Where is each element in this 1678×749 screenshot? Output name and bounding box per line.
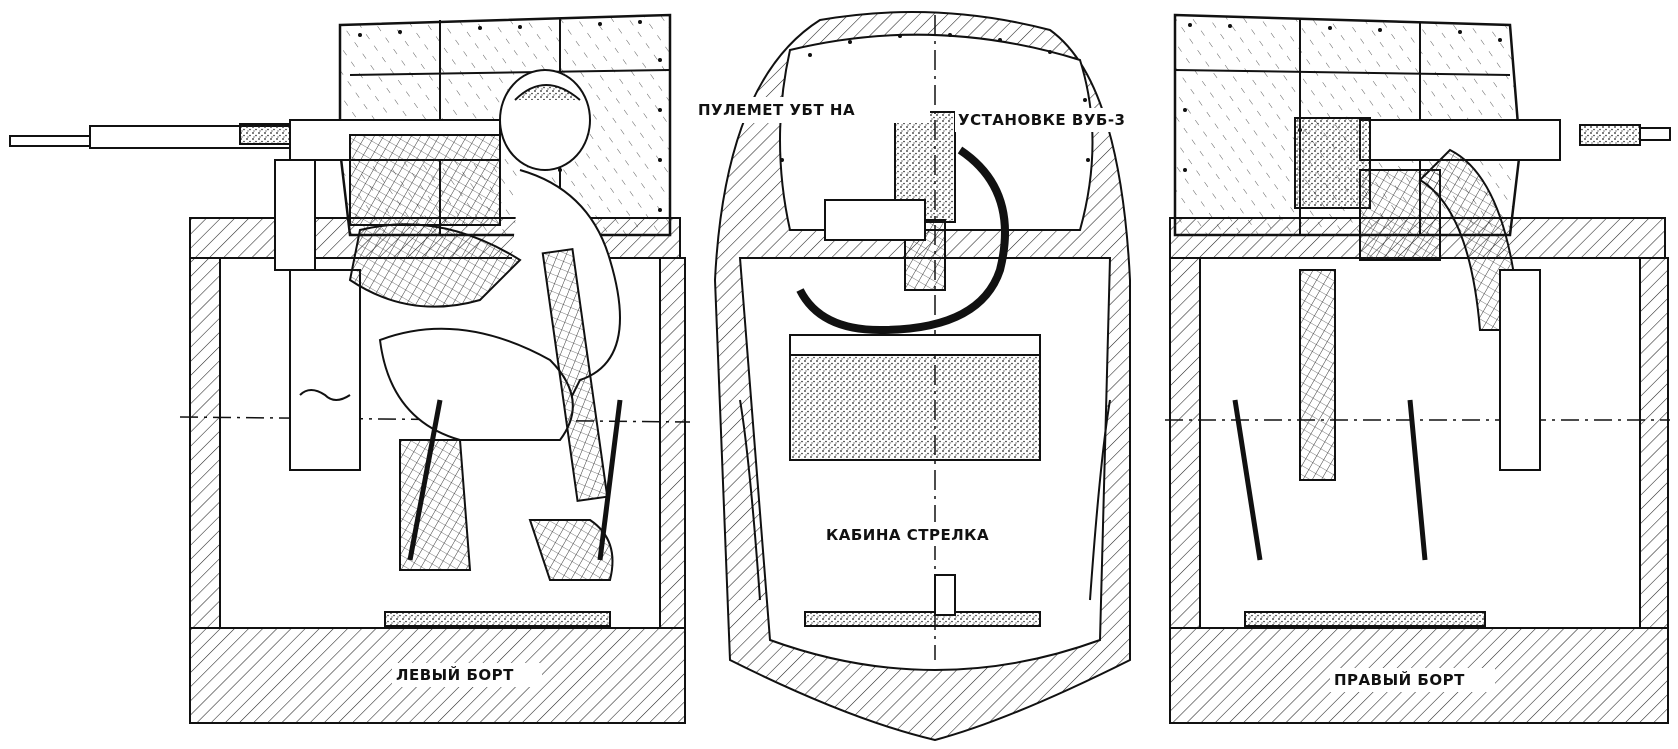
- right-side-label: ПРАВЫЙ БОРТ: [1334, 670, 1465, 689]
- seated-gunner-figure: [348, 69, 621, 581]
- cabin-front-panel: [713, 11, 1131, 742]
- machine-gun-icon: [796, 111, 1009, 335]
- left-side-panel: [9, 13, 691, 724]
- ammunition-box-icon: [789, 349, 1041, 461]
- cabin-label: КАБИНА СТРЕЛКА: [826, 526, 989, 544]
- gun-title-left: ПУЛЕМЕТ УБТ НА: [698, 101, 855, 119]
- gun-title-right: УСТАНОВКЕ ВУБ-3: [958, 111, 1125, 129]
- left-side-label: ЛЕВЫЙ БОРТ: [396, 665, 514, 684]
- right-side-panel: [1165, 13, 1671, 724]
